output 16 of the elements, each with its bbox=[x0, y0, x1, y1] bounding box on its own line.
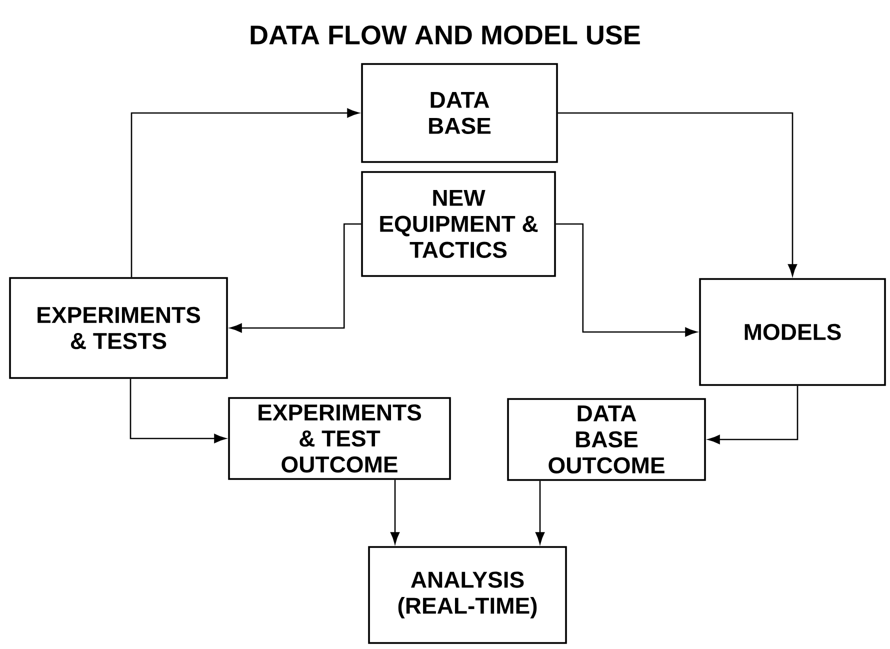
arrow bbox=[558, 112, 798, 276]
process-box: DATA BASE OUTCOME bbox=[507, 398, 706, 481]
process-box: DATA BASE bbox=[361, 63, 558, 163]
arrow bbox=[535, 480, 545, 544]
arrow bbox=[390, 480, 400, 544]
process-box: ANALYSIS (REAL-TIME) bbox=[368, 546, 567, 644]
arrow bbox=[708, 386, 798, 444]
process-box: NEW EQUIPMENT & TACTICS bbox=[361, 171, 556, 277]
process-box: EXPERIMENTS & TEST OUTCOME bbox=[228, 397, 451, 480]
arrow bbox=[556, 223, 697, 337]
process-box: MODELS bbox=[699, 278, 886, 386]
arrow bbox=[230, 223, 362, 333]
title: DATA FLOW AND MODEL USE bbox=[250, 25, 640, 45]
arrow bbox=[130, 378, 226, 444]
arrow bbox=[130, 108, 359, 278]
process-box: EXPERIMENTS & TESTS bbox=[9, 277, 228, 379]
